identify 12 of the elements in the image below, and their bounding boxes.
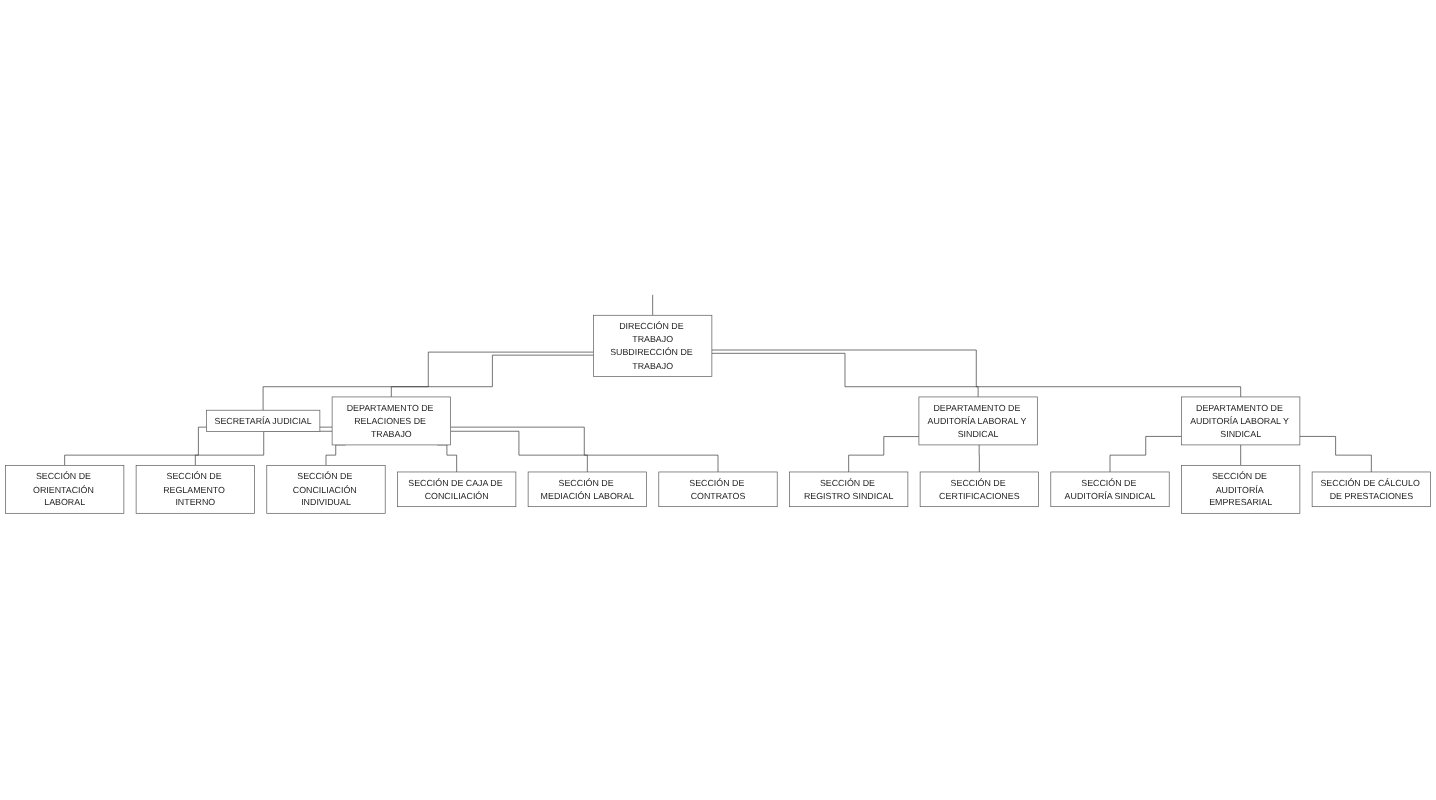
connector	[1299, 436, 1372, 473]
connector	[391, 354, 594, 398]
connector	[450, 426, 719, 473]
connector	[848, 436, 920, 473]
connector	[1240, 444, 1241, 466]
connector	[652, 294, 653, 316]
connector	[711, 353, 979, 398]
connector	[978, 444, 980, 473]
connector	[1109, 436, 1182, 473]
connector	[450, 430, 588, 473]
connector	[711, 349, 1241, 398]
connector	[262, 351, 594, 411]
